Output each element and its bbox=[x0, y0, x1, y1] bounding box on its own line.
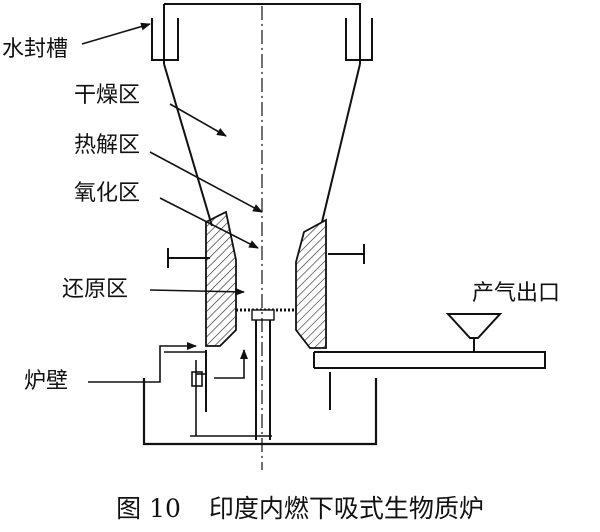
gas-outlet-pipe bbox=[314, 351, 546, 369]
gas-outlet-funnel bbox=[445, 313, 503, 339]
throat-lining-left bbox=[205, 210, 237, 347]
outer-casing bbox=[142, 378, 378, 446]
hopper-right-wall bbox=[321, 63, 361, 223]
hopper-left-wall bbox=[163, 63, 213, 227]
label-furnace-wall: 炉壁 bbox=[24, 369, 69, 394]
label-pyrolysis-zone: 热解区 bbox=[74, 133, 141, 158]
water-seal-left bbox=[151, 18, 179, 61]
figure-number: 图 10 bbox=[116, 494, 181, 523]
label-reduction-zone: 还原区 bbox=[62, 277, 129, 302]
label-drying-zone: 干燥区 bbox=[74, 83, 141, 108]
figure-caption: 图 10 印度内燃下吸式生物质炉 bbox=[0, 494, 600, 524]
label-gas-outlet: 产气出口 bbox=[472, 281, 561, 306]
hopper-top bbox=[164, 3, 361, 64]
figure-title: 印度内燃下吸式生物质炉 bbox=[208, 494, 484, 523]
label-water-seal: 水封槽 bbox=[2, 37, 69, 62]
label-oxidation-zone: 氧化区 bbox=[74, 181, 141, 206]
water-seal-right bbox=[345, 18, 373, 61]
throat-lining-right bbox=[295, 218, 327, 349]
